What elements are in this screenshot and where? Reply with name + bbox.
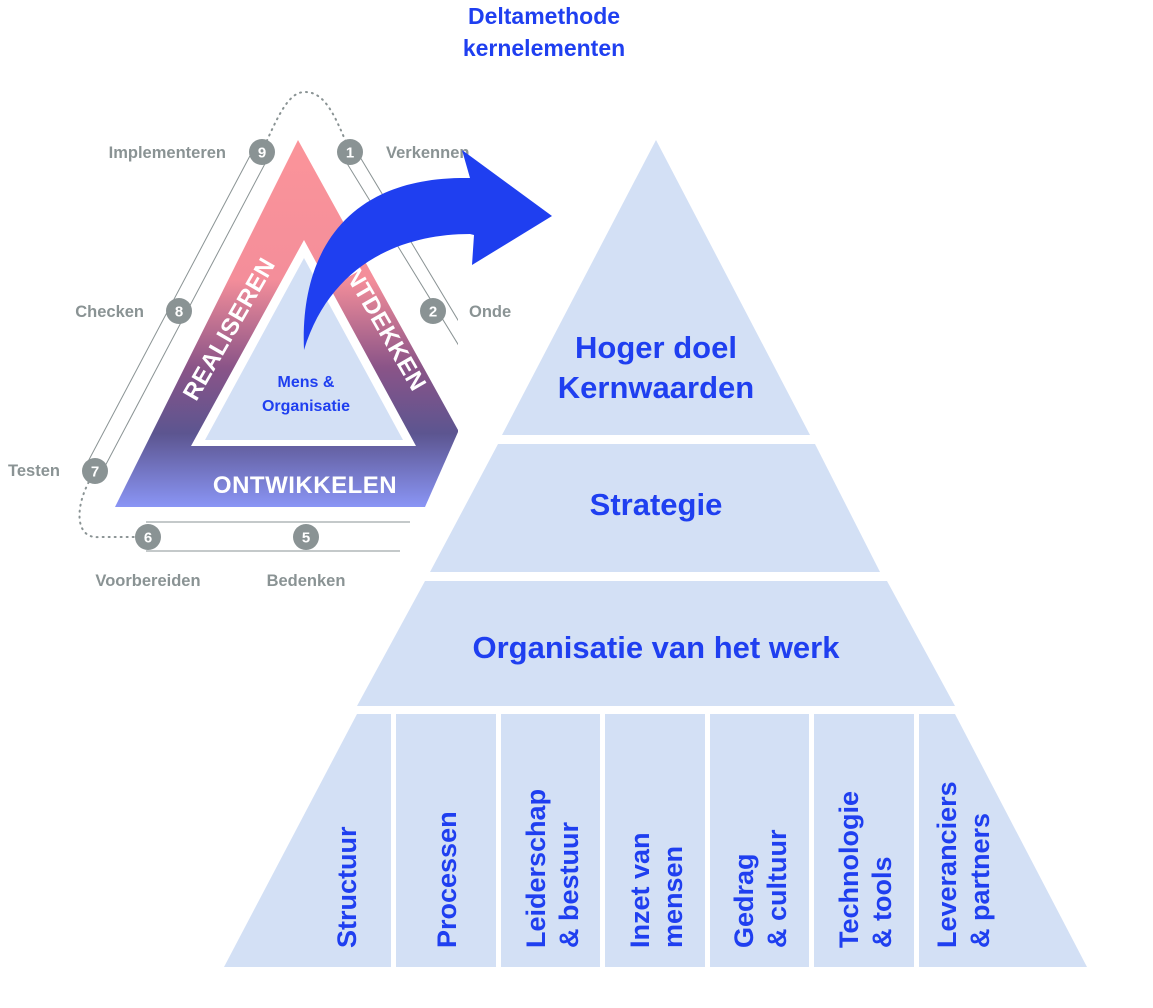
pyramid-column-label: Leveranciers xyxy=(932,781,962,948)
pyramid-tier-strategie[interactable] xyxy=(430,444,880,572)
step-badge xyxy=(420,298,446,324)
dotted-connector-bottom xyxy=(78,471,149,539)
pyramid-column-label: & tools xyxy=(867,857,897,949)
pyramid-column-label: Structuur xyxy=(332,826,362,948)
step-label: Checken xyxy=(75,303,144,321)
step-8[interactable]: 8 Checken xyxy=(75,298,192,324)
step-number: 6 xyxy=(144,530,152,547)
phase-label-ontwikkelen: ONTWIKKELEN xyxy=(213,472,397,499)
pyramid-column-label: & cultuur xyxy=(762,829,792,948)
core-label-line1: Mens & xyxy=(278,374,335,391)
step-badge xyxy=(82,458,108,484)
pyramid-columns: Structuur Processen Leiderschap& bestuur In… xyxy=(224,714,1087,967)
pyramid-tier-organisatie[interactable] xyxy=(357,581,955,706)
pyramid-column[interactable] xyxy=(710,714,809,967)
step-label: Onde xyxy=(469,303,511,321)
pyramid-column[interactable] xyxy=(224,714,391,967)
tier3-label: Organisatie van het werk xyxy=(473,630,841,665)
step-badge xyxy=(249,139,275,165)
step-number: 5 xyxy=(302,530,310,547)
step-badge xyxy=(135,524,161,550)
step-badge xyxy=(166,298,192,324)
pyramid-column-label: Processen xyxy=(432,811,462,948)
step-label: Voorbereiden xyxy=(95,572,200,590)
tier1-label-line1: Hoger doel xyxy=(575,330,737,365)
step-9[interactable]: 9 Implementeren xyxy=(109,139,275,165)
tier1-label-line2: Kernwaarden xyxy=(558,370,754,405)
step-badge xyxy=(337,139,363,165)
diagram-title-line1: Deltamethode xyxy=(468,3,620,29)
pyramid-column-label: & bestuur xyxy=(554,821,584,948)
step-7[interactable]: 7 Testen xyxy=(8,458,108,484)
step-number: 9 xyxy=(258,145,266,162)
step-5[interactable]: 5 Bedenken xyxy=(267,524,346,590)
step-number: 1 xyxy=(346,145,354,162)
core-label-line2: Organisatie xyxy=(262,398,350,415)
step-label: Testen xyxy=(8,462,60,480)
step-2[interactable]: 2 Onde xyxy=(420,298,511,324)
step-6[interactable]: 6 Voorbereiden xyxy=(95,524,201,590)
delta-cycle: REALISEREN ONTDEKKEN ONTWIKKELEN Mens & … xyxy=(8,90,511,590)
step-number: 8 xyxy=(175,304,183,321)
step-number: 7 xyxy=(91,464,99,481)
pyramid-column-label: Technologie xyxy=(834,791,864,948)
pyramid-column-label: mensen xyxy=(658,846,688,948)
pyramid-column-label: & partners xyxy=(965,813,995,948)
pyramid-column-label: Inzet van xyxy=(625,832,655,948)
pyramid-column[interactable] xyxy=(396,714,496,967)
pyramid: Structuur Processen Leiderschap& bestuur In… xyxy=(224,140,1087,967)
step-badge xyxy=(293,524,319,550)
pyramid-column[interactable] xyxy=(814,714,914,967)
pyramid-column[interactable] xyxy=(605,714,705,967)
diagram-title-line2: kernelementen xyxy=(463,35,625,61)
step-label: Implementeren xyxy=(109,144,226,162)
pyramid-column[interactable] xyxy=(919,714,1087,967)
step-label: Verkennen xyxy=(386,144,469,162)
transition-arrow-icon xyxy=(303,150,552,350)
pyramid-tier-hoger-doel[interactable] xyxy=(502,140,810,435)
pyramid-column-label: Leiderschap xyxy=(521,789,551,948)
step-number: 2 xyxy=(429,304,437,321)
pyramid-column-label: Gedrag xyxy=(729,853,759,948)
tier2-label: Strategie xyxy=(590,487,723,522)
pyramid-column[interactable] xyxy=(501,714,600,967)
dotted-connector-top xyxy=(261,90,351,153)
step-1[interactable]: 1 Verkennen xyxy=(337,139,469,165)
step-label: Bedenken xyxy=(267,572,346,590)
